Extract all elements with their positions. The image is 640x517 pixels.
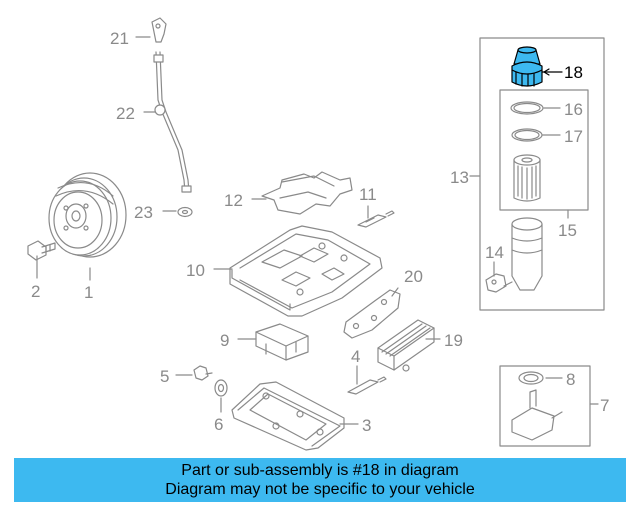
callout-2[interactable]: 2	[31, 282, 40, 301]
callout-16[interactable]: 16	[564, 100, 583, 119]
callout-12[interactable]: 12	[224, 191, 243, 210]
callout-9[interactable]: 9	[220, 331, 229, 350]
callout-17[interactable]: 17	[564, 127, 583, 146]
part-3-oil-pan[interactable]	[231, 381, 345, 451]
callout-14[interactable]: 14	[485, 243, 504, 262]
part-21-dipstick-handle[interactable]	[151, 17, 167, 43]
info-banner: Part or sub-assembly is #18 in diagram D…	[14, 458, 626, 502]
callout-1[interactable]: 1	[84, 283, 93, 302]
callout-11[interactable]: 11	[359, 185, 377, 204]
banner-line-2: Diagram may not be specific to your vehi…	[165, 481, 475, 498]
part-19-oil-cooler[interactable]	[377, 319, 435, 372]
leader-lines	[36, 36, 599, 425]
part-17-o-ring[interactable]	[511, 128, 543, 142]
part-7-sensor-box	[499, 365, 591, 447]
part-23-washer[interactable]	[177, 206, 193, 218]
part-8-seal[interactable]	[518, 371, 544, 385]
part-18-filter-cap[interactable]	[511, 46, 543, 87]
part-13-filter-housing-box	[479, 37, 605, 311]
callout-23[interactable]: 23	[134, 203, 153, 222]
callout-20[interactable]: 20	[404, 267, 423, 286]
part-16-o-ring[interactable]	[510, 101, 544, 115]
callout-13[interactable]: 13	[450, 168, 469, 187]
part-2-bolt[interactable]	[27, 240, 56, 261]
part-6-seal-ring[interactable]	[214, 379, 228, 397]
callout-labels: 21 22 23 1 2 12 11 10 20 9 19 5 6 4 3 13…	[31, 29, 609, 435]
callout-22[interactable]: 22	[116, 104, 135, 123]
part-20-gasket[interactable]	[343, 289, 401, 339]
part-4-sealant-tube[interactable]	[347, 376, 387, 395]
part-11-sealant-tube[interactable]	[357, 210, 395, 228]
callout-8[interactable]: 8	[566, 370, 575, 389]
part-1-pulley[interactable]	[48, 172, 127, 258]
callout-21[interactable]: 21	[110, 29, 129, 48]
callout-18[interactable]: 18	[564, 63, 583, 82]
part-14-filter-housing[interactable]	[485, 217, 543, 293]
callout-19[interactable]: 19	[444, 331, 463, 350]
callout-15[interactable]: 15	[558, 221, 577, 240]
callout-10[interactable]: 10	[186, 261, 205, 280]
callout-7[interactable]: 7	[600, 396, 609, 415]
callout-5[interactable]: 5	[160, 367, 169, 386]
part-10-housing[interactable]	[229, 225, 383, 317]
banner-line-1: Part or sub-assembly is #18 in diagram	[181, 462, 459, 479]
callout-6[interactable]: 6	[214, 415, 223, 434]
callout-3[interactable]: 3	[362, 416, 371, 435]
part-5-drain-plug[interactable]	[193, 365, 213, 381]
callout-4[interactable]: 4	[351, 347, 360, 366]
part-9-baffle[interactable]	[255, 323, 309, 361]
part-12-upper-cover[interactable]	[261, 171, 353, 215]
leader-line-18	[541, 68, 563, 76]
part-7-oil-level-sensor[interactable]	[511, 389, 563, 441]
part-22-dipstick-tube[interactable]	[153, 51, 192, 193]
part-15-filter-element[interactable]	[513, 154, 541, 202]
